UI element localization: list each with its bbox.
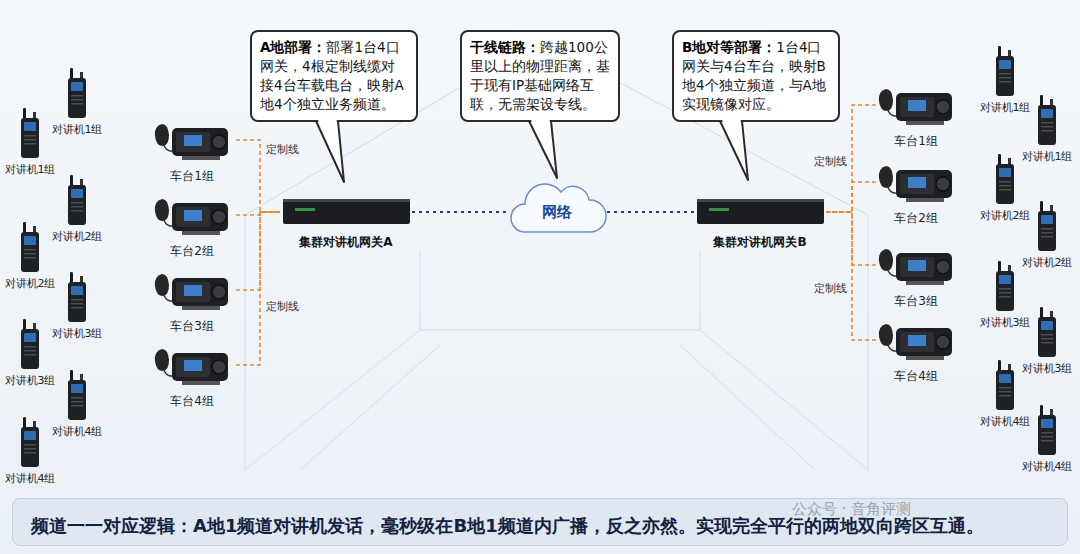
radio-group-label: 对讲机3组 <box>5 374 56 388</box>
callout-tail-fill <box>318 119 345 182</box>
node-heading: 车台2组 <box>170 243 214 259</box>
callout-box: B地对等部署：1台4口网关与4台车台，映射B地4个独立频道，与A地实现镜像对应。 <box>672 30 840 122</box>
connector <box>607 211 694 213</box>
vehicle-radio: 车台1组 <box>876 83 956 149</box>
radio-group-label: 对讲机2组 <box>52 230 103 244</box>
radio-group-label: 对讲机3组 <box>980 316 1031 330</box>
connector <box>236 212 280 290</box>
node-heading: 车台1组 <box>170 168 214 184</box>
connector <box>826 212 876 265</box>
vehicle-radio: 车台1组 <box>148 118 236 184</box>
radio-group-label: 对讲机2组 <box>5 277 56 291</box>
node-heading: 集群对讲机网关A <box>299 234 392 250</box>
callout-tail-fill <box>722 119 749 180</box>
radio-group-label: 对讲机3组 <box>52 327 103 341</box>
node-heading: 频道一一对应逻辑：A地1频道对讲机发话，毫秒级在B地1频道内广播，反之亦然。实现… <box>31 514 984 538</box>
watermark: 公众号 · 音角评测 <box>792 501 911 517</box>
radio-group-label: 对讲机2组 <box>980 209 1031 223</box>
radio-group-label: 对讲机1组 <box>52 123 103 137</box>
edge-label: 定制线 <box>264 143 301 157</box>
radio-group-label: 对讲机3组 <box>1022 362 1073 376</box>
edge-label: 定制线 <box>812 155 849 169</box>
vehicle-radio: 车台3组 <box>148 268 236 334</box>
vehicle-radio: 车台3组 <box>876 243 956 309</box>
callout-tail-outline <box>316 121 344 182</box>
node-heading: 干线链路： <box>470 39 540 55</box>
radio-group-label: 对讲机4组 <box>5 472 56 486</box>
node-heading: 车台4组 <box>170 393 214 409</box>
radio-group-label: 对讲机2组 <box>1022 256 1073 270</box>
node-heading: 车台1组 <box>894 133 938 149</box>
connector <box>826 212 876 340</box>
connector <box>412 211 507 213</box>
connector <box>826 182 876 212</box>
radio-group-label: 对讲机1组 <box>1022 150 1073 164</box>
gateway-device: 集群对讲机网关A <box>280 196 412 250</box>
node-heading: 车台3组 <box>170 318 214 334</box>
vehicle-radio: 车台4组 <box>876 318 956 384</box>
node-heading: B地对等部署： <box>682 39 776 55</box>
callout-tail-outline <box>720 121 748 180</box>
node-heading: A地部署： <box>260 39 326 55</box>
network-cloud: 网络 <box>507 184 607 240</box>
node-heading: 车台2组 <box>894 210 938 226</box>
callout-tail-outline <box>529 121 557 178</box>
vehicle-radio: 车台2组 <box>148 193 236 259</box>
vehicle-radio: 车台4组 <box>148 343 236 409</box>
radio-group-label: 对讲机4组 <box>52 425 103 439</box>
radio-group-label: 对讲机1组 <box>5 163 56 177</box>
edge-label: 定制线 <box>812 282 849 296</box>
callout-box: 干线链路：跨越100公里以上的物理距离，基于现有IP基础网络互联，无需架设专线。 <box>460 30 620 122</box>
node-heading: 车台3组 <box>894 293 938 309</box>
vehicle-radio: 车台2组 <box>876 160 956 226</box>
radio-group-label: 对讲机4组 <box>980 415 1031 429</box>
edge-label: 定制线 <box>264 300 301 314</box>
node-heading: 网络 <box>542 203 572 222</box>
radio-group-label: 对讲机4组 <box>1022 460 1073 474</box>
node-heading: 集群对讲机网关B <box>713 234 806 250</box>
connector <box>236 212 280 365</box>
node-heading: 车台4组 <box>894 368 938 384</box>
callout-box: A地部署：部署1台4口网关，4根定制线缆对接4台车载电台，映射A地4个独立业务频… <box>250 30 418 122</box>
gateway-device: 集群对讲机网关B <box>694 196 826 250</box>
callout-tail-fill <box>531 119 558 178</box>
radio-group-label: 对讲机1组 <box>980 101 1031 115</box>
